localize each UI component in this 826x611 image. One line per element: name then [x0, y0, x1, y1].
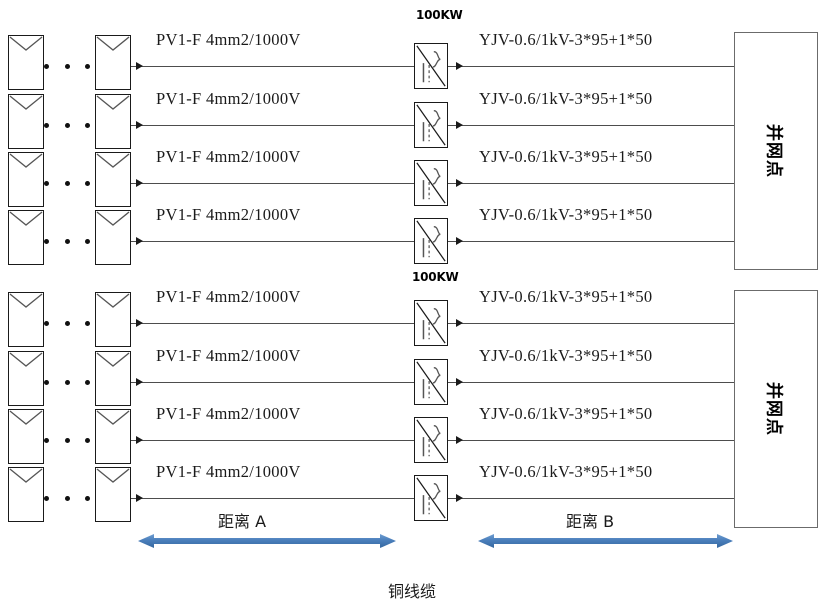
- arrowhead-icon: [456, 494, 463, 502]
- solar-panel-icon: [95, 35, 131, 90]
- arrowhead-icon: [136, 62, 143, 70]
- solar-panel-icon: [95, 467, 131, 522]
- solar-panel-icon: [8, 351, 44, 406]
- grid-connection-box: 并网点: [734, 290, 818, 528]
- dc-wire: [131, 323, 415, 324]
- ac-wire: [448, 382, 736, 383]
- arrowhead-icon: [136, 494, 143, 502]
- ac-wire: [448, 498, 736, 499]
- inverter-icon: [414, 102, 448, 148]
- distance-b-label: 距离 B: [566, 512, 615, 531]
- solar-panel-icon: [95, 152, 131, 207]
- inverter-icon: [414, 43, 448, 89]
- arrowhead-icon: [456, 237, 463, 245]
- arrowhead-icon: [456, 179, 463, 187]
- dc-wire: [131, 440, 415, 441]
- arrowhead-icon: [136, 378, 143, 386]
- dc-cable-label: PV1-F 4mm2/1000V: [156, 147, 301, 166]
- solar-panel-icon: [8, 409, 44, 464]
- solar-panel-icon: [8, 94, 44, 149]
- diagram-caption: 铜线缆: [388, 582, 437, 601]
- dc-cable-label: PV1-F 4mm2/1000V: [156, 205, 301, 224]
- ac-cable-label: YJV-0.6/1kV-3*95+1*50: [479, 462, 653, 481]
- solar-panel-icon: [95, 409, 131, 464]
- inverter-rating-label: 100KW: [412, 270, 459, 284]
- inverter-icon: [414, 417, 448, 463]
- ac-cable-label: YJV-0.6/1kV-3*95+1*50: [479, 89, 653, 108]
- inverter-icon: [414, 475, 448, 521]
- ac-cable-label: YJV-0.6/1kV-3*95+1*50: [479, 346, 653, 365]
- dc-wire: [131, 382, 415, 383]
- solar-panel-icon: [95, 210, 131, 265]
- distance-a-label: 距离 A: [218, 512, 267, 531]
- inverter-icon: [414, 218, 448, 264]
- grid-connection-box: 并网点: [734, 32, 818, 270]
- inverter-icon: [414, 359, 448, 405]
- arrowhead-icon: [136, 436, 143, 444]
- dc-wire: [131, 241, 415, 242]
- dc-cable-label: PV1-F 4mm2/1000V: [156, 346, 301, 365]
- dc-wire: [131, 498, 415, 499]
- ac-cable-label: YJV-0.6/1kV-3*95+1*50: [479, 205, 653, 224]
- arrowhead-icon: [456, 121, 463, 129]
- solar-panel-icon: [8, 210, 44, 265]
- dc-cable-label: PV1-F 4mm2/1000V: [156, 89, 301, 108]
- ac-cable-label: YJV-0.6/1kV-3*95+1*50: [479, 404, 653, 423]
- ac-cable-label: YJV-0.6/1kV-3*95+1*50: [479, 30, 653, 49]
- distance-b-arrow: [478, 533, 733, 549]
- ellipsis-dots-icon: [44, 179, 90, 187]
- dc-cable-label: PV1-F 4mm2/1000V: [156, 30, 301, 49]
- dc-cable-label: PV1-F 4mm2/1000V: [156, 462, 301, 481]
- arrowhead-icon: [136, 237, 143, 245]
- inverter-rating-label: 100KW: [416, 8, 463, 22]
- arrowhead-icon: [456, 62, 463, 70]
- solar-panel-icon: [8, 35, 44, 90]
- solar-panel-icon: [8, 292, 44, 347]
- arrowhead-icon: [456, 319, 463, 327]
- ac-wire: [448, 440, 736, 441]
- ellipsis-dots-icon: [44, 62, 90, 70]
- dc-wire: [131, 183, 415, 184]
- ellipsis-dots-icon: [44, 237, 90, 245]
- ac-wire: [448, 66, 736, 67]
- distance-a-arrow: [138, 533, 396, 549]
- grid-point-label: 并网点: [763, 124, 784, 178]
- inverter-icon: [414, 300, 448, 346]
- ac-wire: [448, 125, 736, 126]
- solar-panel-icon: [95, 292, 131, 347]
- solar-panel-icon: [8, 152, 44, 207]
- inverter-icon: [414, 160, 448, 206]
- ac-wire: [448, 183, 736, 184]
- ac-wire: [448, 323, 736, 324]
- ac-cable-label: YJV-0.6/1kV-3*95+1*50: [479, 147, 653, 166]
- solar-panel-icon: [95, 351, 131, 406]
- arrowhead-icon: [456, 436, 463, 444]
- ellipsis-dots-icon: [44, 494, 90, 502]
- dc-wire: [131, 66, 415, 67]
- arrowhead-icon: [456, 378, 463, 386]
- dc-wire: [131, 125, 415, 126]
- dc-cable-label: PV1-F 4mm2/1000V: [156, 404, 301, 423]
- grid-point-label: 并网点: [763, 382, 784, 436]
- arrowhead-icon: [136, 319, 143, 327]
- solar-panel-icon: [95, 94, 131, 149]
- solar-panel-icon: [8, 467, 44, 522]
- ellipsis-dots-icon: [44, 121, 90, 129]
- arrowhead-icon: [136, 121, 143, 129]
- ellipsis-dots-icon: [44, 378, 90, 386]
- arrowhead-icon: [136, 179, 143, 187]
- ac-cable-label: YJV-0.6/1kV-3*95+1*50: [479, 287, 653, 306]
- ac-wire: [448, 241, 736, 242]
- ellipsis-dots-icon: [44, 436, 90, 444]
- ellipsis-dots-icon: [44, 319, 90, 327]
- dc-cable-label: PV1-F 4mm2/1000V: [156, 287, 301, 306]
